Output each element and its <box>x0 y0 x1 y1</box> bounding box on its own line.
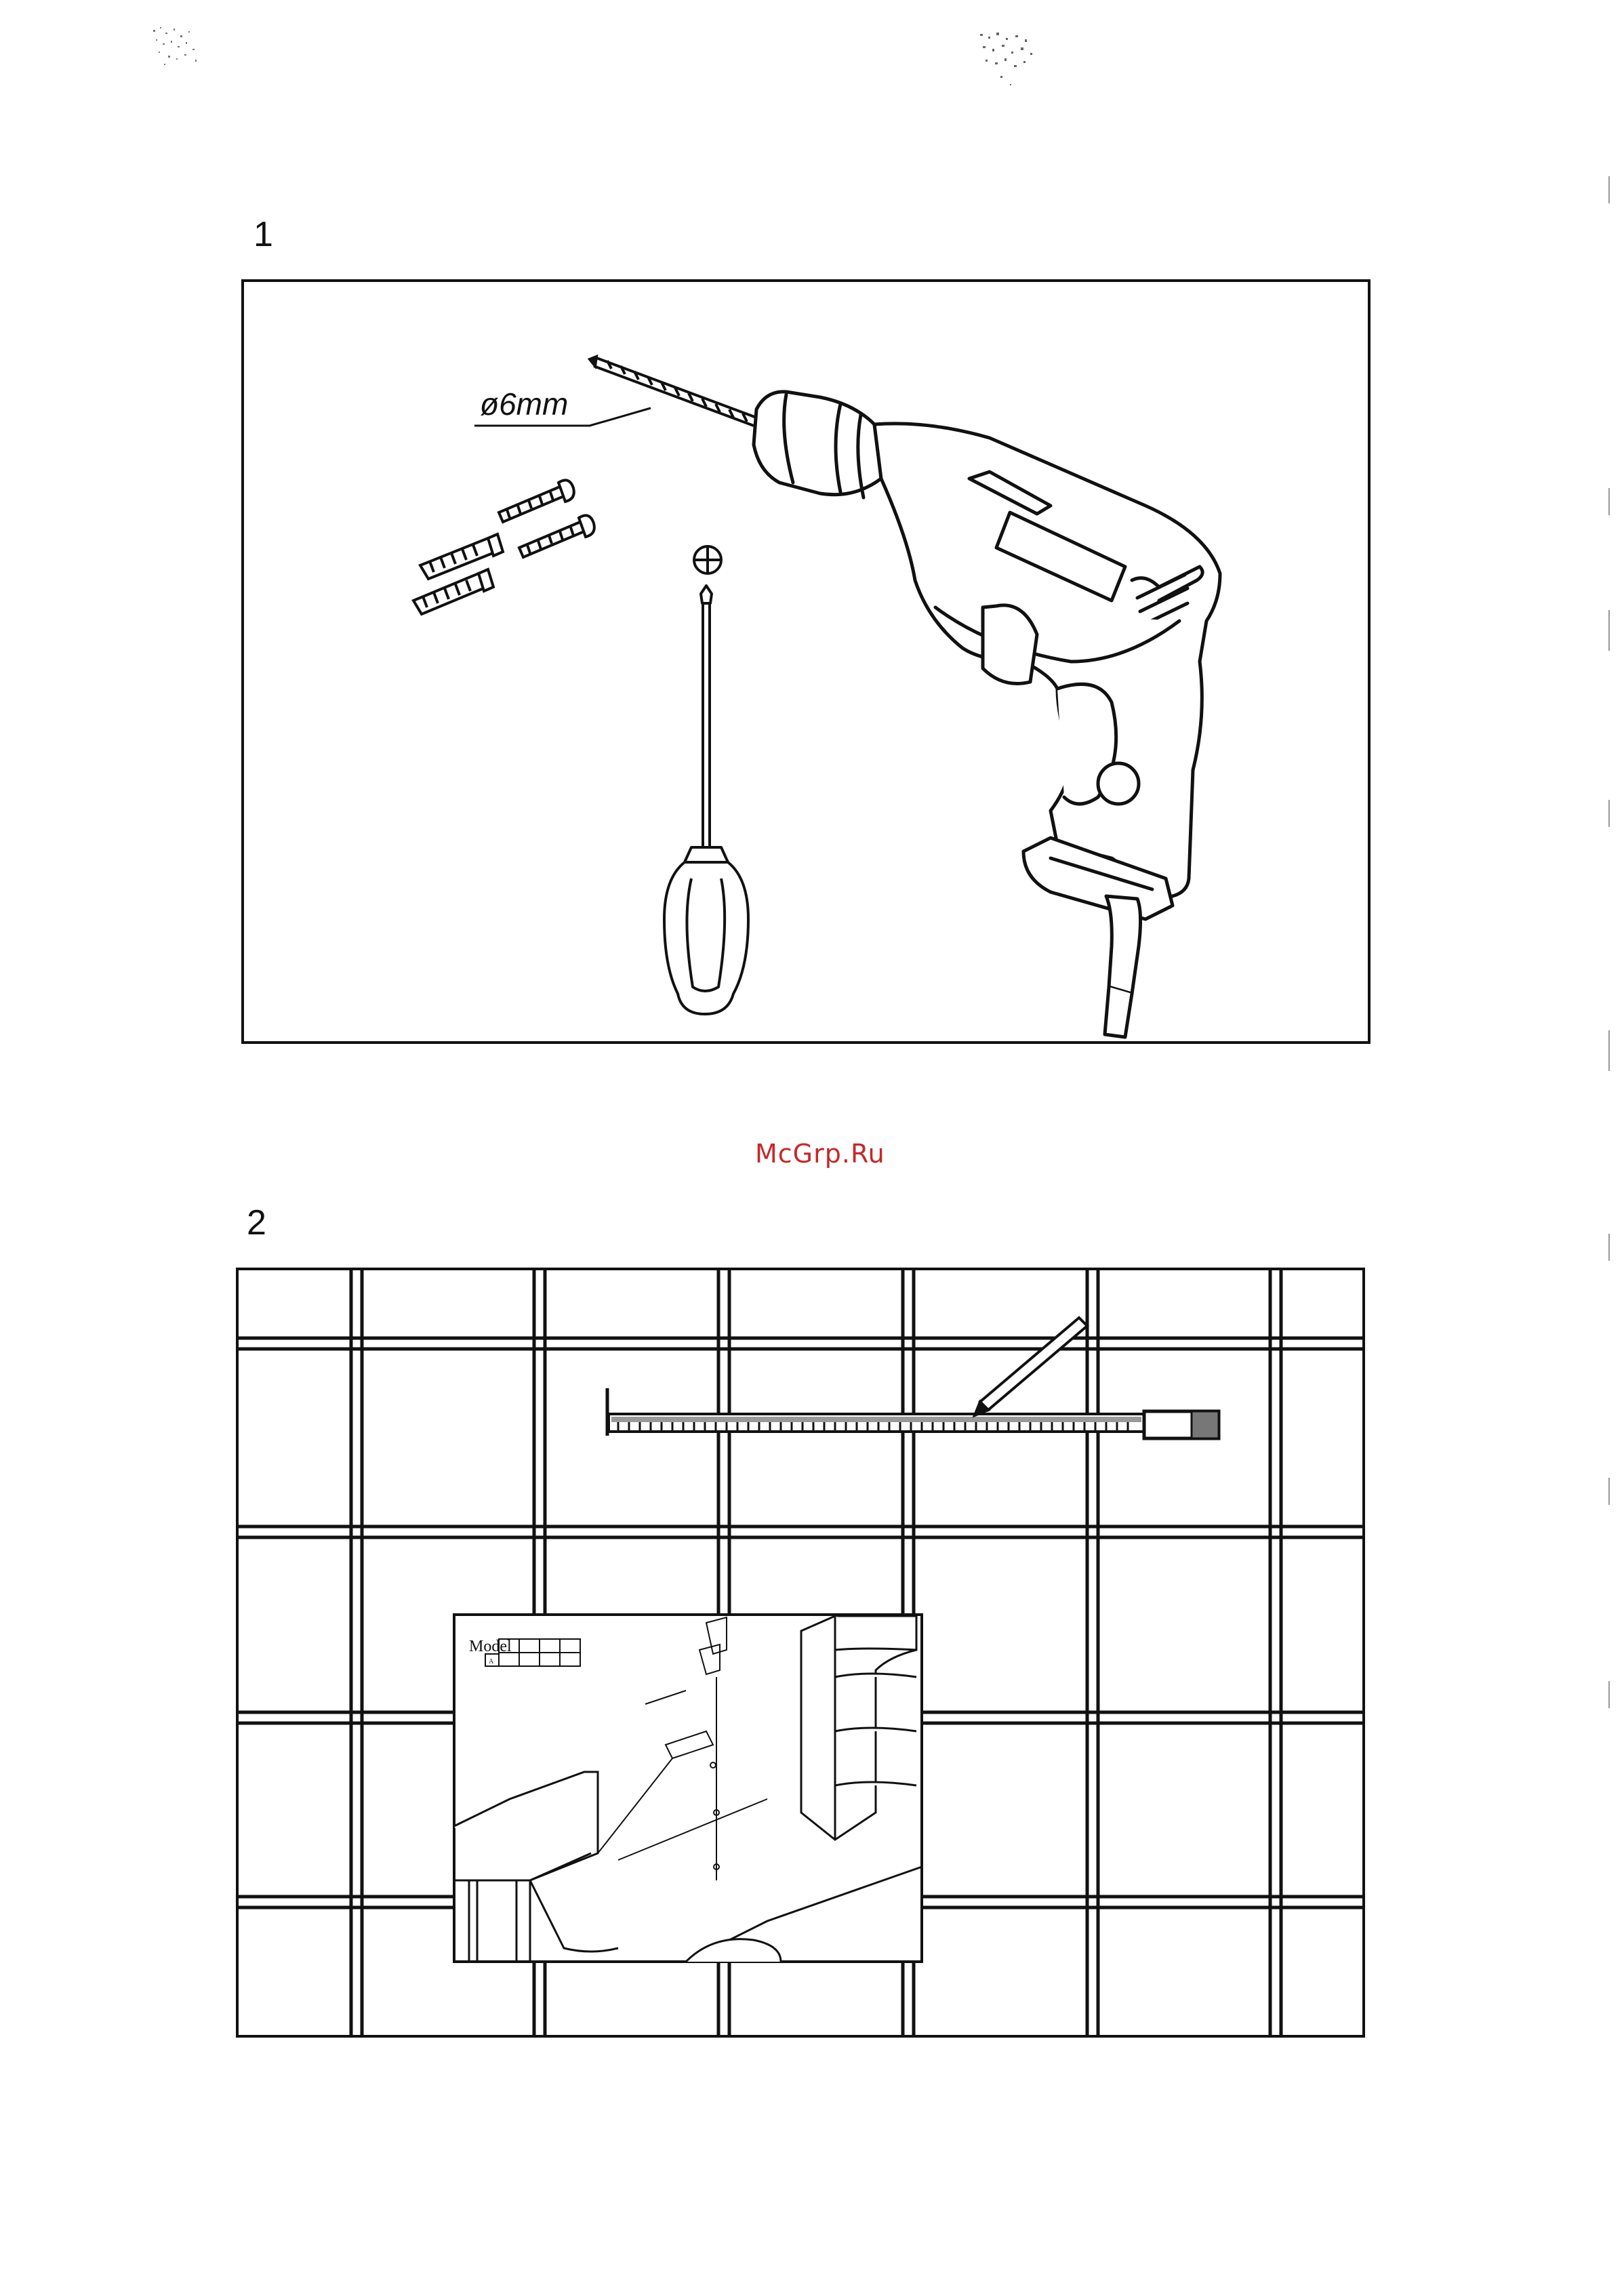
drill-bit-diameter-label: ø6mm <box>480 386 568 422</box>
step-1-panel: ø6mm <box>241 279 1371 1044</box>
drill-icon <box>754 392 1220 1037</box>
step-1-number: 1 <box>253 217 273 252</box>
phillips-head-icon <box>694 546 721 573</box>
screw-icon <box>499 480 594 557</box>
scan-noise-right <box>976 31 1044 92</box>
inset-table-row-label: A <box>489 1658 494 1665</box>
drill-bit-icon <box>590 357 756 426</box>
watermark: McGrp.Ru <box>755 1139 885 1169</box>
step-2-number: 2 <box>247 1205 266 1240</box>
pencil-icon <box>975 1318 1087 1415</box>
installation-diagram: Model A <box>454 1615 922 1962</box>
screwdriver-icon <box>664 586 748 1014</box>
scan-margin-marks <box>1606 176 1613 2142</box>
step-2-panel: Model A <box>236 1268 1365 2038</box>
scan-noise-left <box>150 26 206 70</box>
wall-plug-icon <box>413 534 503 614</box>
